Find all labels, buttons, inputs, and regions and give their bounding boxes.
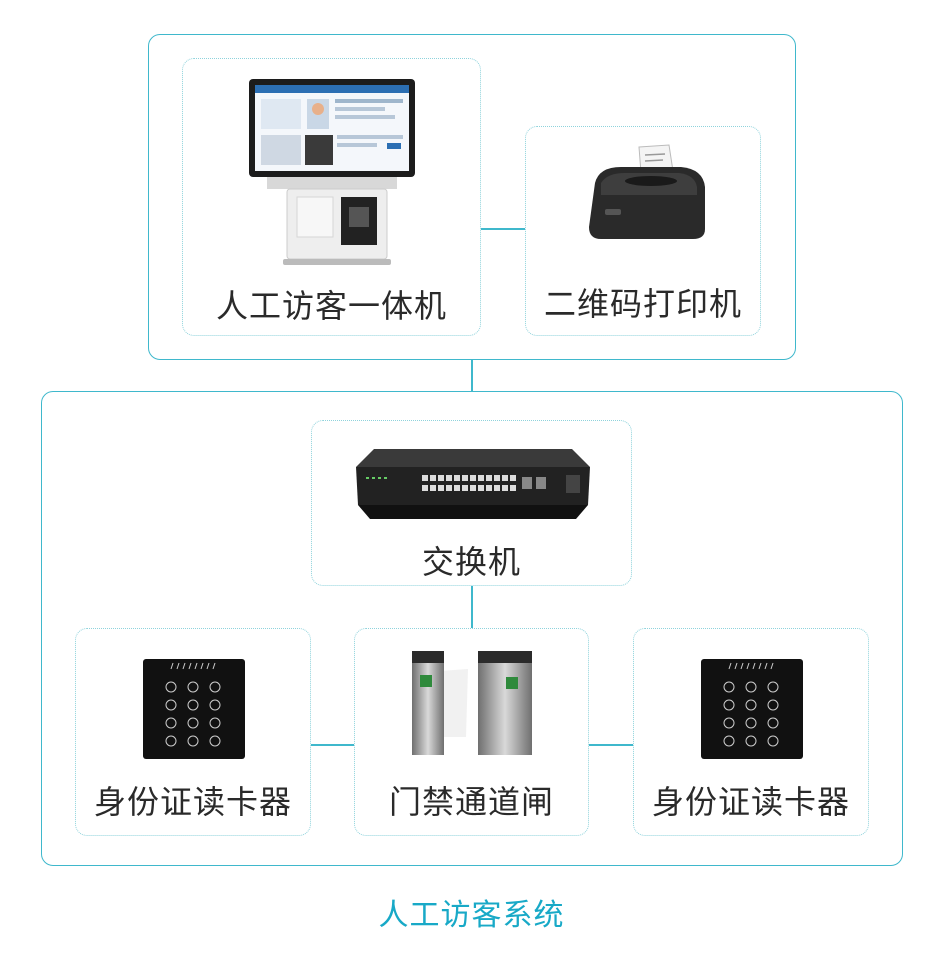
- turnstile-gate-icon: [406, 647, 538, 759]
- switch-card: 交换机: [311, 420, 632, 586]
- printer-label: 二维码打印机: [526, 279, 760, 325]
- switch-label: 交换机: [312, 537, 631, 583]
- gate-label: 门禁通道闸: [355, 777, 588, 823]
- card-reader-keypad-icon: [143, 659, 245, 759]
- card-reader-keypad-icon: [701, 659, 803, 759]
- visitor-kiosk-icon: [247, 77, 417, 267]
- gate-reader-right-connector: [589, 744, 633, 746]
- printer-card: 二维码打印机: [525, 126, 761, 336]
- kiosk-printer-connector: [481, 228, 525, 230]
- reader-left-card: 身份证读卡器: [75, 628, 311, 836]
- reader-right-label: 身份证读卡器: [634, 777, 868, 823]
- kiosk-card: 人工访客一体机: [182, 58, 481, 336]
- network-switch-icon: [352, 447, 592, 523]
- kiosk-label: 人工访客一体机: [183, 281, 480, 327]
- reader-right-card: 身份证读卡器: [633, 628, 869, 836]
- diagram-caption: 人工访客系统: [0, 890, 943, 934]
- receipt-printer-icon: [581, 143, 711, 243]
- reader-left-gate-connector: [310, 744, 354, 746]
- switch-gate-connector: [471, 586, 473, 628]
- gate-card: 门禁通道闸: [354, 628, 589, 836]
- reader-left-label: 身份证读卡器: [76, 777, 310, 823]
- group-connector: [471, 360, 473, 391]
